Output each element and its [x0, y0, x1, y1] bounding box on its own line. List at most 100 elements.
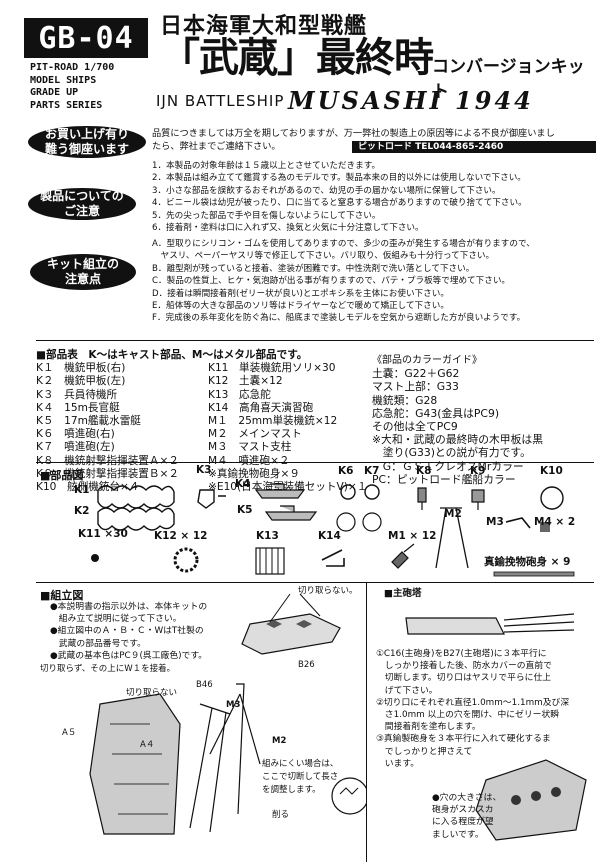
turret-step-line: さ1.0mm 以上の穴を開け、中にゼリー状瞬: [376, 710, 560, 721]
kit-code-badge: GB-04: [24, 18, 148, 58]
quality-line: たら、弊社までご連絡下さい。: [152, 141, 281, 152]
turret-hole: [511, 795, 521, 805]
asm-superstructure: [89, 693, 181, 835]
title-jp-kit: コンバージョンキット: [432, 57, 585, 102]
asm-hard-line: を調整します。: [262, 785, 321, 795]
table-cell: ※真鍮挽物砲身×９: [208, 467, 300, 480]
parts-table-header: ■部品表 K～はキャスト部品、M～はメタル部品です。: [36, 349, 308, 361]
asm-shave: 削る: [272, 810, 290, 820]
note-line: D．接着は瞬間接着剤(ゼリー状が良い)とエポキシ系を主体にお使い下さい。: [152, 288, 449, 299]
table-cell: K11 単装機銃用ソリ×30: [208, 362, 336, 375]
part-k5-label: K5: [237, 504, 253, 516]
note-line: 5．先の尖った部品で手や目を傷しないようにして下さい。: [152, 210, 381, 221]
color-line: 土嚢：G22＋G62: [372, 367, 460, 381]
turret-step-line: ③真鍮製砲身を３本平行に入れて硬化するま: [376, 734, 551, 745]
series-line: MODEL SHIPS: [30, 74, 97, 86]
table-cell: K13 応急舵: [208, 388, 271, 401]
asm-hard-line: 組みにくい場合は、: [262, 759, 339, 769]
asm-cut-circle: [331, 777, 366, 815]
table-cell: M４ 噴進砲×２: [208, 454, 290, 467]
table-row: K１ 機銃甲板(右)K11 単装機銃用ソリ×30: [36, 362, 436, 375]
oval-text: 製品についての: [40, 189, 124, 203]
oval-text: 難う御座います: [44, 142, 129, 156]
asm-a5: A５: [62, 728, 77, 738]
note-line: ヤスリ、ペーパーヤスリ等で修正して下さい。バリ取り、仮組みも十分行って下さい。: [152, 251, 495, 262]
turret-note-line: ましいです。: [432, 829, 484, 840]
assembly-oval: キット組立の 注意点: [30, 254, 136, 290]
asm-b26: B26: [298, 660, 315, 670]
series-line: PIT-ROAD 1/700: [30, 62, 115, 73]
part-m3-shape: [505, 517, 531, 529]
turret-note: ●穴の大きさは、 砲身がスカスカ に入る程度が望 ましいです。: [432, 792, 542, 841]
oval-text: 注意点: [64, 272, 101, 286]
asm-note-line: ●組立図中のＡ・Ｂ・Ｃ・WはT社製の: [50, 626, 204, 637]
part-k7-shape: [364, 484, 380, 500]
asm-deck-detail: [266, 620, 312, 628]
color-line: その他は全てPC9: [372, 420, 458, 434]
asm-note-line: ●本説明書の指示以外は、本体キットの: [50, 602, 208, 612]
table-row: K７ 噴進砲(左)M３ マスト支柱: [36, 441, 436, 454]
asm-cut-top: 切り取らない。: [298, 586, 358, 596]
color-line: マスト上部：G33: [372, 380, 459, 394]
series-block: PIT-ROAD 1/700 MODEL SHIPS GRADE UP PART…: [30, 62, 114, 112]
color-line: 機銃類：G28: [372, 393, 438, 407]
note-line: C．製品の性質上、ヒケ・気泡跡が出る事が有りますので、パテ・プラ板等で埋めて下さ…: [152, 276, 511, 287]
part-m3-label: M3: [486, 516, 504, 528]
part-k1-label: K1: [74, 484, 90, 496]
parts-table: ■部品表 K～はキャスト部品、M～はメタル部品です。 K１ 機銃甲板(右)K11…: [36, 349, 436, 494]
oval-text: キット組立の: [46, 257, 119, 271]
part-k10-label: K10: [540, 465, 563, 477]
turret-note-line: ●穴の大きさは、: [432, 793, 502, 803]
part-k9-label: K9: [470, 465, 486, 477]
note-line: A．型取りにシリコン・ゴムを使用してありますので、多少の歪みが発生する場合が有り…: [152, 239, 535, 249]
phone-box: ピットロード TEL044-865-2460: [352, 141, 596, 153]
turret-barrels-1: [503, 613, 575, 633]
divider: [36, 582, 594, 583]
assembly-diagram: [89, 593, 366, 835]
note-line: 1．本製品の対象年齢は１５歳以上とさせていただきます。: [152, 161, 381, 171]
quality-note: 品質につきましては万全を期しておりますが、万一弊社の製造上の原因等による不良が御…: [152, 127, 592, 153]
table-cell: K６ 噴進砲(右): [36, 428, 115, 441]
part-k10-shape: [540, 486, 564, 510]
table-cell: K４ 15m長官艇: [36, 401, 120, 414]
part-k11-label: K11 ×30: [78, 528, 128, 540]
series-line: GRADE UP: [30, 87, 79, 98]
barrel-shape: [493, 571, 575, 577]
asm-a4: A４: [140, 740, 155, 750]
turret-note-line: 砲身がスカスカ: [432, 805, 494, 816]
note-line: E．船体等の大きな部品のソリ等はドライヤーなどで暖めて矯正して下さい。: [152, 301, 449, 312]
color-line: 塗り(G33)との説が有力です。: [372, 446, 531, 460]
turret-step-line: ①C16(主砲身)をB27(主砲塔)に３本平行に: [376, 649, 547, 659]
part-m4-shape: [540, 522, 550, 532]
part-k12-label: K12 × 12: [154, 530, 208, 542]
turret-step-line: 切断します。切り口はヤスリで平らに仕上: [376, 673, 552, 684]
product-oval: 製品についての ご注意: [28, 188, 136, 220]
table-row: K２ 機銃甲板(左)K12 土嚢×12: [36, 375, 436, 388]
turret-hole: [551, 787, 561, 797]
part-k3-shape: [197, 489, 226, 509]
asm-note-line: 武蔵の部品番号です。: [50, 638, 146, 649]
part-k9-shape-b: [336, 512, 356, 532]
asm-note-line: 組み立て説明に従って下さい。: [50, 614, 182, 625]
barrel-label: 真鍮挽物砲身 × 9: [484, 556, 571, 568]
part-k13-shape: [255, 547, 285, 575]
note-line: B．離型剤が残っていると接着、塗装が困難です。中性洗剤で洗い落として下さい。: [152, 263, 475, 274]
asm-mast-m3: [189, 703, 231, 833]
part-m2-shape: [435, 507, 469, 569]
table-row: K９ 機銃射撃指揮装置Ｂ×２※真鍮挽物砲身×９: [36, 468, 436, 481]
part-k12-shape: [173, 547, 199, 573]
turret-note-line: に入る程度が望: [432, 817, 494, 828]
turret-diagram: [405, 613, 587, 841]
turret-label: ■主砲塔: [384, 588, 422, 599]
title-en-main: MUSASHI 1944: [288, 86, 534, 115]
part-k13-lines: [259, 548, 279, 574]
asm-m3: M3: [226, 700, 241, 710]
note-line: 3．小さな部品を誤飲するおそれがあるので、幼児の手の届かない場所に保管して下さい…: [152, 185, 501, 196]
table-cell: M１ 25mm単装機銃×12: [208, 415, 338, 428]
part-k4-label: K4: [235, 478, 251, 490]
color-line: 応急舵：G43(金具はPC9): [372, 406, 500, 420]
